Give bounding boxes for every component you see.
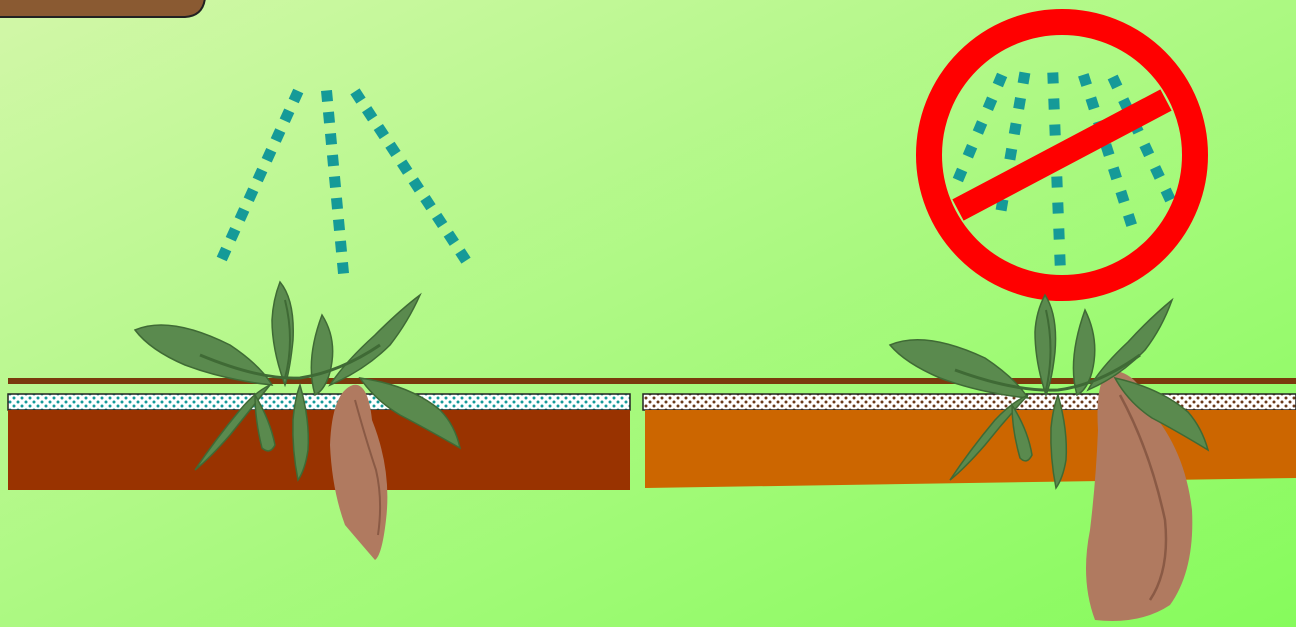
water-drop — [327, 155, 339, 167]
water-drop — [1049, 124, 1060, 135]
water-drop — [1053, 228, 1064, 239]
water-drop — [329, 176, 341, 188]
water-drop — [1004, 148, 1017, 161]
water-drop — [1047, 72, 1058, 83]
water-drop — [1052, 202, 1063, 213]
water-drop — [321, 90, 333, 102]
water-drop — [1009, 122, 1022, 135]
water-drop — [337, 262, 349, 274]
water-drop — [1018, 72, 1031, 85]
water-soaked-layer — [8, 394, 630, 410]
water-drop — [333, 219, 345, 231]
water-drop — [1051, 176, 1062, 187]
water-drop — [1013, 97, 1026, 110]
water-drop — [1054, 254, 1065, 265]
dry-layer — [643, 394, 1296, 410]
wooden-tab-icon[interactable] — [0, 0, 205, 17]
water-drop — [325, 133, 337, 145]
water-drop — [331, 198, 343, 210]
water-drop — [335, 241, 347, 253]
water-drop — [1048, 98, 1059, 109]
water-drop — [323, 112, 335, 124]
